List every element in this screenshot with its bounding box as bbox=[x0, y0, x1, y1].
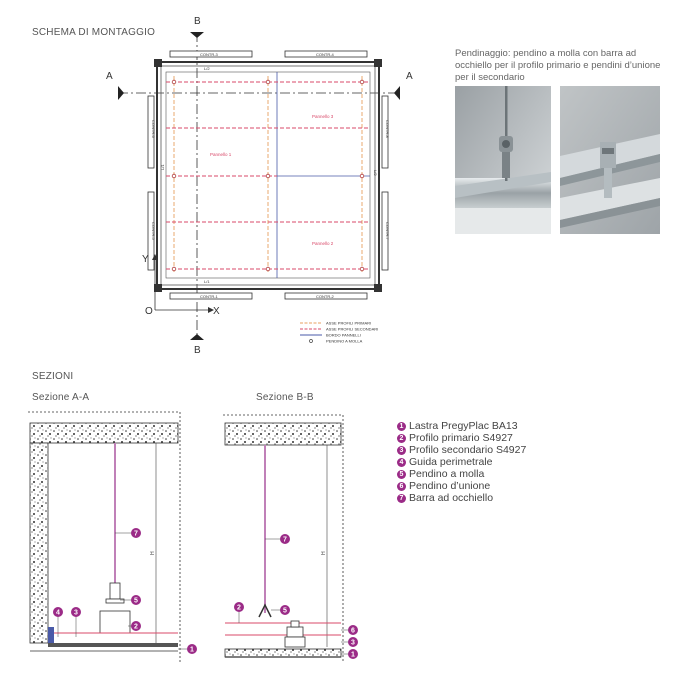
contr-bottom-2: CONTR-2 bbox=[316, 294, 335, 299]
aa-callout-7: 7 bbox=[134, 531, 138, 538]
legend-label: Guida perimetrale bbox=[409, 456, 493, 468]
dim-top: L/2 bbox=[204, 66, 210, 71]
dim-left: L/1 bbox=[160, 164, 165, 170]
axis-x-label: X bbox=[213, 306, 220, 317]
bb-callout-7: 7 bbox=[283, 537, 287, 544]
section-aa-drawing: H 7 5 2 4 3 1 bbox=[28, 411, 197, 663]
legend-badge: 4 bbox=[397, 457, 406, 467]
contr-bottom-1: CONTR-1 bbox=[200, 294, 219, 299]
legend-badge: 5 bbox=[397, 469, 406, 479]
legend-label: Pendino a molla bbox=[409, 468, 485, 480]
bb-callout-5: 5 bbox=[283, 608, 287, 615]
bb-callout-2: 2 bbox=[237, 605, 241, 612]
sezione-aa-heading: Sezione A-A bbox=[32, 392, 90, 403]
plan-legend-edge: BORDO PANNELLI bbox=[326, 333, 361, 338]
legend-badge: 3 bbox=[397, 445, 406, 455]
axis-b-top: B bbox=[194, 16, 201, 27]
axis-a-right: A bbox=[406, 71, 413, 82]
bb-callout-1: 1 bbox=[351, 652, 355, 659]
aa-callout-4: 4 bbox=[56, 610, 60, 617]
dim-right: L/2 bbox=[373, 170, 378, 176]
bb-callout-3: 3 bbox=[351, 640, 355, 647]
photo-caption: Pendinaggio: pendino a molla con barra a… bbox=[455, 48, 661, 83]
bb-callout-6: 6 bbox=[351, 628, 355, 635]
aa-callout-2: 2 bbox=[134, 624, 138, 631]
legend-label: Lastra PregyPlac BA13 bbox=[409, 420, 518, 432]
schema-heading: SCHEMA DI MONTAGGIO bbox=[32, 27, 156, 38]
plan-legend-primary: ASSE PROFILI PRIMARI bbox=[326, 321, 371, 326]
panel-1-label: Pannello 1 bbox=[210, 152, 232, 157]
contr-top-2: CONTR-4 bbox=[316, 52, 335, 57]
plan-legend-secondary: ASSE PROFILI SECONDARI bbox=[326, 327, 378, 332]
legend-badge: 2 bbox=[397, 433, 406, 443]
contr-top-1: CONTR-3 bbox=[200, 52, 219, 57]
plan-legend-hanger: PENDINO A MOLLA bbox=[326, 339, 363, 344]
sezione-bb-heading: Sezione B-B bbox=[256, 392, 314, 403]
contr-left-1: CONTR-6 bbox=[151, 120, 156, 139]
dim-bottom: L/1 bbox=[204, 279, 210, 284]
assembly-plan: A A B B CONTR-3 CONTR-4 CONTR-1 CONTR-2 … bbox=[106, 16, 413, 356]
legend-badge: 1 bbox=[397, 421, 406, 431]
legend-badge: 6 bbox=[397, 481, 406, 491]
legend-label: Barra ad occhiello bbox=[409, 492, 494, 504]
panel-2-label: Pannello 2 bbox=[312, 241, 334, 246]
aa-callout-3: 3 bbox=[74, 610, 78, 617]
legend-badge: 7 bbox=[397, 493, 406, 503]
axis-y-label: Y bbox=[142, 254, 149, 265]
aa-callout-1: 1 bbox=[190, 647, 194, 654]
photo-spring-hanger bbox=[455, 86, 551, 234]
contr-right-2: CONTR-7 bbox=[385, 222, 390, 241]
axis-a-left: A bbox=[106, 71, 113, 82]
legend-label: Profilo secondario S4927 bbox=[409, 444, 527, 456]
axis-b-bottom: B bbox=[194, 345, 201, 356]
plan-legend: ASSE PROFILI PRIMARI ASSE PROFILI SECOND… bbox=[300, 321, 378, 344]
section-bb-dim: H bbox=[321, 551, 327, 555]
photo-union-hanger bbox=[560, 86, 660, 234]
contr-left-2: CONTR-5 bbox=[151, 222, 156, 241]
section-aa-dim: H bbox=[150, 551, 156, 555]
sezioni-heading: SEZIONI bbox=[32, 371, 74, 382]
legend-label: Pendino d’unione bbox=[409, 480, 491, 492]
legend-label: Profilo primario S4927 bbox=[409, 432, 513, 444]
origin-label: O bbox=[145, 306, 153, 317]
aa-callout-5: 5 bbox=[134, 598, 138, 605]
section-bb-drawing: H 7 5 2 6 3 1 bbox=[223, 414, 358, 663]
contr-right-1: CONTR-8 bbox=[385, 120, 390, 139]
panel-3-label: Pannello 3 bbox=[312, 114, 334, 119]
